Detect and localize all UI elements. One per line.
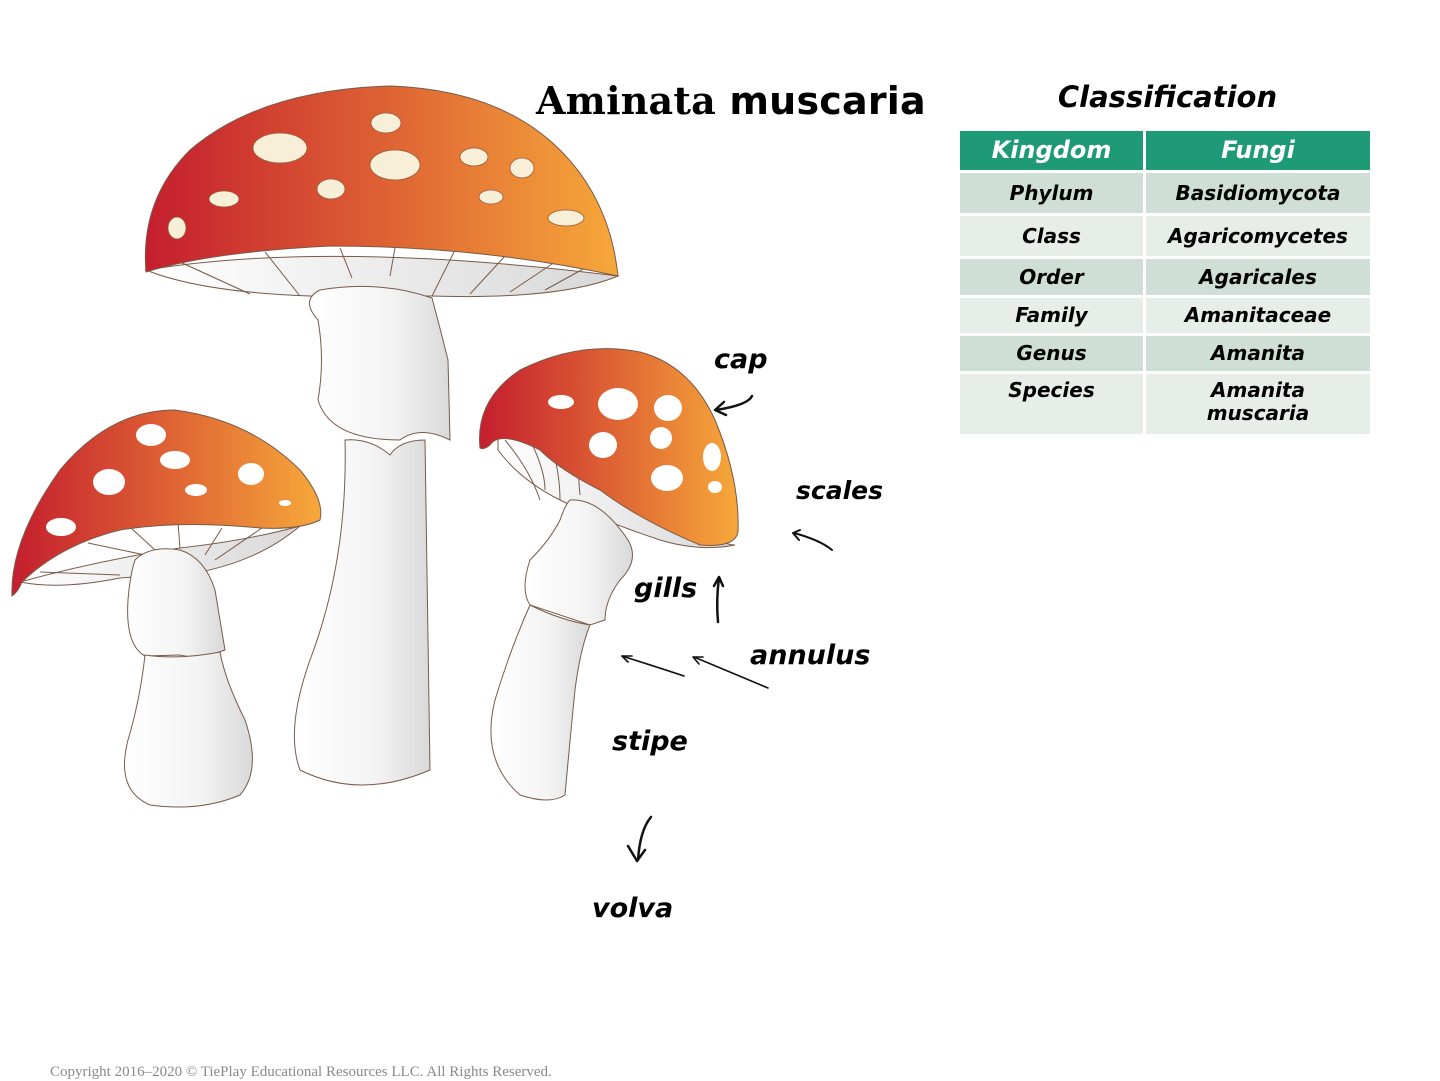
table-row: Genus Amanita [960, 336, 1370, 371]
page-title: Aminata muscaria [536, 78, 926, 123]
rank-cell: Family [960, 298, 1143, 333]
table-row: Species Amanita muscaria [960, 374, 1370, 434]
title-genus: Aminata [536, 78, 716, 123]
label-gills: gills [634, 573, 698, 604]
table-row: Phylum Basidiomycota [960, 173, 1370, 213]
label-volva: volva [592, 893, 674, 924]
right-mushroom [479, 348, 739, 801]
value-cell: Basidiomycota [1146, 173, 1370, 213]
value-cell: Agaricales [1146, 259, 1370, 295]
table-row: Family Amanitaceae [960, 298, 1370, 333]
gills-arrow-icon [712, 575, 725, 624]
label-annulus: annulus [750, 640, 871, 671]
table-header-row: Kingdom Fungi [960, 131, 1370, 170]
value-line-2: muscaria [1206, 401, 1310, 425]
classification-table: Kingdom Fungi Phylum Basidiomycota Class… [957, 128, 1373, 437]
copyright-footer: Copyright 2016–2020 © TiePlay Educationa… [50, 1064, 552, 1080]
value-cell: Amanitaceae [1146, 298, 1370, 333]
value-cell: Fungi [1146, 131, 1370, 170]
table-row: Order Agaricales [960, 259, 1370, 295]
label-cap: cap [714, 344, 768, 375]
rank-cell: Species [960, 374, 1143, 434]
rank-cell: Class [960, 216, 1143, 256]
label-scales: scales [796, 476, 883, 505]
value-line-1: Amanita [1211, 378, 1305, 402]
rank-cell: Phylum [960, 173, 1143, 213]
volva-arrow-icon [626, 815, 653, 863]
annulus-arrow-icon [621, 655, 769, 689]
scales-arrow-icon [792, 529, 833, 551]
small-left-mushroom [11, 409, 322, 808]
rank-cell: Order [960, 259, 1143, 295]
cap-arrow-icon [713, 394, 754, 417]
value-cell: Amanita muscaria [1146, 374, 1370, 434]
rank-cell: Kingdom [960, 131, 1143, 170]
value-cell: Agaricomycetes [1146, 216, 1370, 256]
large-mushroom [144, 85, 620, 786]
classification-title: Classification [1057, 80, 1278, 114]
value-cell: Amanita [1146, 336, 1370, 371]
label-stipe: stipe [612, 726, 688, 757]
title-species: muscaria [729, 79, 926, 123]
rank-cell: Genus [960, 336, 1143, 371]
table-row: Class Agaricomycetes [960, 216, 1370, 256]
